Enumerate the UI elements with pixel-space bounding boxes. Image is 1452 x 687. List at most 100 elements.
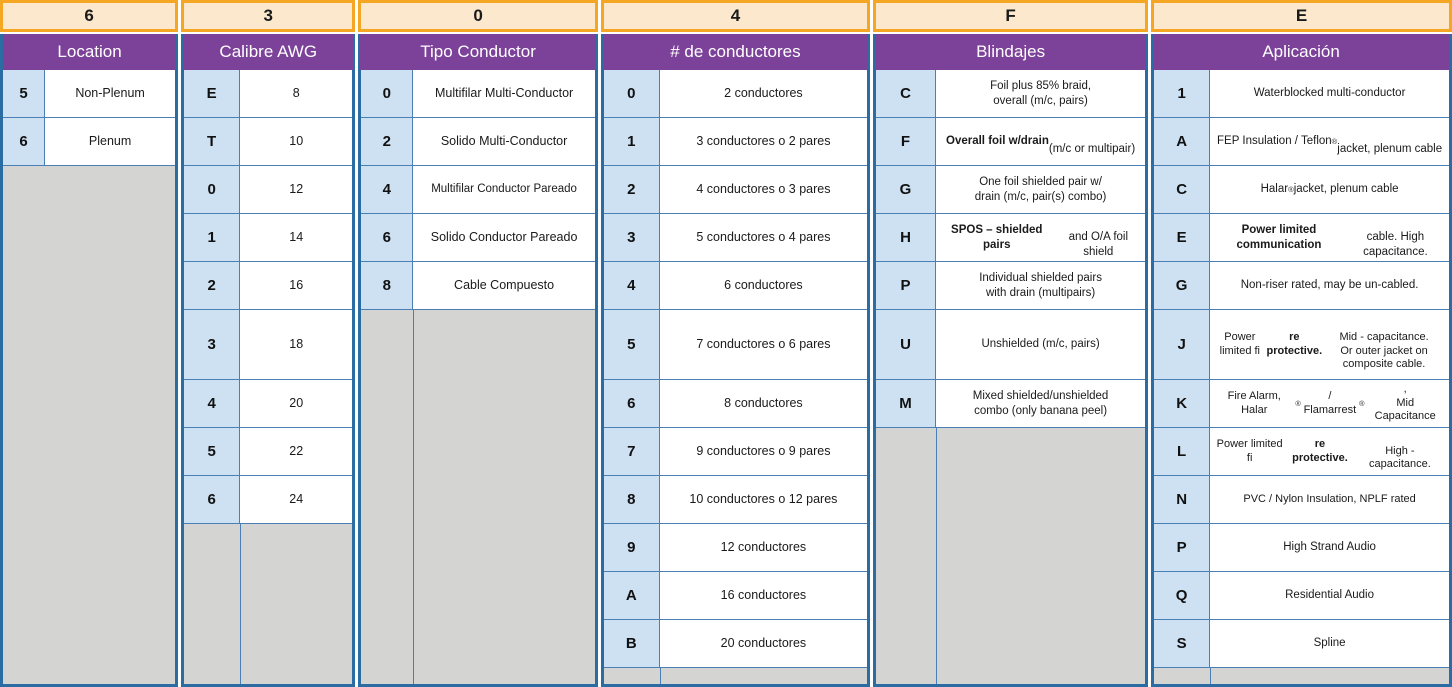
column-separator [178,0,182,687]
row-code: E [184,70,241,117]
column-title-3: # de conductores [600,34,871,70]
row-code: K [1154,380,1211,427]
row-code: U [876,310,937,379]
column-separator [1148,0,1152,687]
code-header-1: 3 [181,0,356,32]
row-code: E [1154,214,1211,261]
column-separator [355,0,359,687]
row-code: Q [1154,572,1211,619]
row-code: G [1154,262,1211,309]
row-description: Residential Audio [1210,572,1449,619]
row-description: Solido Conductor Pareado [413,214,595,261]
row-code: 6 [361,214,414,261]
row-code: 6 [603,380,660,427]
row-code: A [603,572,660,619]
row-description: 16 [240,262,353,309]
row-code: P [876,262,937,309]
row-description: High Strand Audio [1210,524,1449,571]
row-description: 10 conductores o 12 pares [659,476,868,523]
empty-filler-desc [937,428,1146,684]
empty-filler-code [876,428,938,684]
code-header-0: 6 [0,0,179,32]
row-description: Multifilar Conductor Pareado [413,166,595,213]
empty-filler-code [184,524,242,684]
row-description: 2 conductores [659,70,868,117]
row-code: G [876,166,937,213]
row-description: Overall foil w/drain(m/c or multipair) [936,118,1146,165]
row-code: T [184,118,241,165]
code-header-2: 0 [358,0,598,32]
row-code: 7 [603,428,660,475]
row-code: H [876,214,937,261]
row-description: 20 conductores [659,620,868,667]
row-code: 4 [361,166,414,213]
row-description: Non-Plenum [45,70,176,117]
row-description: 10 [240,118,353,165]
row-description: 9 conductores o 9 pares [659,428,868,475]
column-title-0: Location [0,34,179,70]
row-description: 16 conductores [659,572,868,619]
row-description: 18 [240,310,353,379]
row-code: 2 [603,166,660,213]
code-header-5: E [1151,0,1452,32]
row-code: 2 [184,262,241,309]
row-code: L [1154,428,1211,475]
row-description: Multifilar Multi-Conductor [413,70,595,117]
row-code: 0 [184,166,241,213]
row-description: Spline [1210,620,1449,667]
row-code: C [876,70,937,117]
row-code: F [876,118,937,165]
